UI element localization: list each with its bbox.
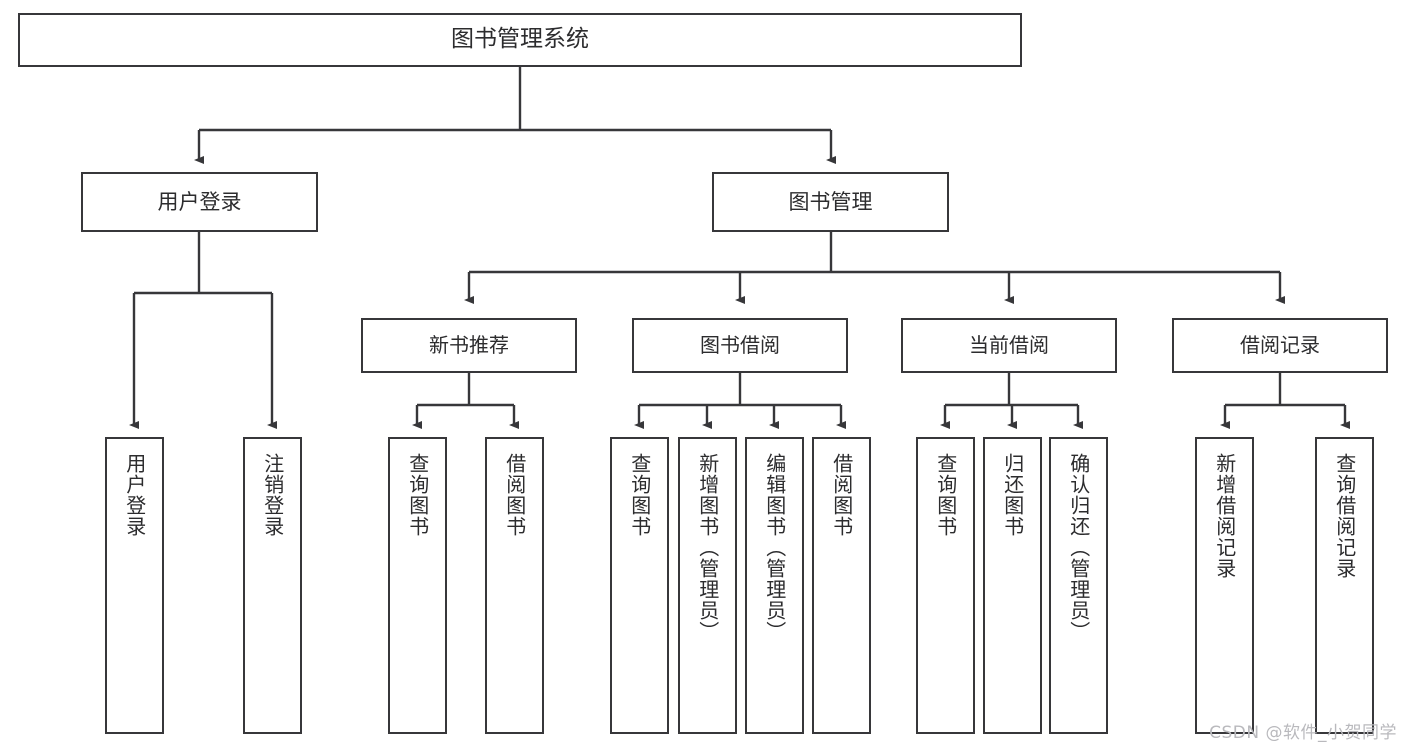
leaf-user-login-signin[interactable]: 用户登录 [105,437,164,734]
leaf-borrow-borrow-book[interactable]: 借阅图书 [812,437,871,734]
node-label: 确认归还（管理员） [1066,453,1091,642]
node-label: 新增图书（管理员） [695,453,720,642]
leaf-borrow-query-book[interactable]: 查询图书 [610,437,669,734]
node-label: 归还图书 [1000,453,1025,537]
watermark-text: CSDN @软件_小贺同学 [1209,723,1397,743]
node-user-login[interactable]: 用户登录 [81,172,318,232]
node-label: 查询借阅记录 [1332,453,1357,579]
leaf-recommend-query-book[interactable]: 查询图书 [388,437,447,734]
leaf-borrow-add-book-admin[interactable]: 新增图书（管理员） [678,437,737,734]
node-label: 新书推荐 [429,332,509,357]
leaf-record-query-borrow-record[interactable]: 查询借阅记录 [1315,437,1374,734]
leaf-borrow-edit-book-admin[interactable]: 编辑图书（管理员） [745,437,804,734]
node-label: 新增借阅记录 [1212,453,1237,579]
node-label: 借阅图书 [829,453,854,537]
node-label: 当前借阅 [969,332,1049,357]
leaf-record-add-borrow-record[interactable]: 新增借阅记录 [1195,437,1254,734]
node-label: 编辑图书（管理员） [762,453,787,642]
node-new-book-recommend[interactable]: 新书推荐 [361,318,577,373]
node-borrow-record[interactable]: 借阅记录 [1172,318,1388,373]
node-current-borrow[interactable]: 当前借阅 [901,318,1117,373]
node-label: 图书管理 [788,189,873,214]
node-label: 查询图书 [933,453,958,537]
node-label: 用户登录 [157,189,242,214]
node-label: 借阅记录 [1240,332,1320,357]
leaf-user-login-signout[interactable]: 注销登录 [243,437,302,734]
node-label: 注销登录 [260,453,285,537]
node-label: 查询图书 [405,453,430,537]
node-label: 用户登录 [122,453,147,537]
node-label: 查询图书 [627,453,652,537]
leaf-current-query-book[interactable]: 查询图书 [916,437,975,734]
leaf-current-return-book[interactable]: 归还图书 [983,437,1042,734]
node-book-borrow[interactable]: 图书借阅 [632,318,848,373]
leaf-recommend-borrow-book[interactable]: 借阅图书 [485,437,544,734]
node-label: 借阅图书 [502,453,527,537]
node-label: 图书管理系统 [451,26,589,53]
node-root-system[interactable]: 图书管理系统 [18,13,1022,67]
leaf-current-confirm-return-admin[interactable]: 确认归还（管理员） [1049,437,1108,734]
node-label: 图书借阅 [700,332,780,357]
node-book-management[interactable]: 图书管理 [712,172,949,232]
